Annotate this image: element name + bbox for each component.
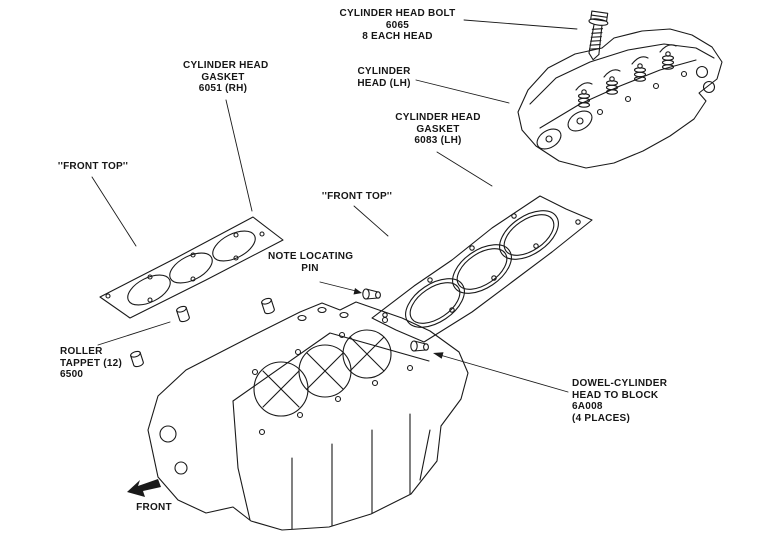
front-arrow-icon bbox=[127, 479, 161, 497]
label-gasket-rh: CYLINDER HEAD GASKET 6051 (RH) bbox=[183, 60, 269, 95]
label-locating-pin: NOTE LOCATING PIN bbox=[268, 251, 354, 274]
label-line: 6083 (LH) bbox=[414, 135, 462, 146]
label-line: ROLLER bbox=[60, 346, 103, 357]
label-line: 6500 bbox=[60, 369, 84, 380]
label-line: ''FRONT TOP'' bbox=[57, 161, 129, 172]
arrow-to-pin-icon bbox=[353, 288, 362, 295]
label-line: FRONT bbox=[136, 502, 172, 513]
label-front-top-left: ''FRONT TOP'' bbox=[56, 161, 130, 173]
label-line: CYLINDER bbox=[357, 66, 411, 77]
dowel-art bbox=[410, 340, 429, 352]
roller-tappets-art bbox=[130, 297, 275, 368]
label-gasket-lh: CYLINDER HEAD GASKET 6083 (LH) bbox=[394, 112, 482, 147]
label-line: HEAD (LH) bbox=[357, 77, 411, 89]
gasket-rh-art bbox=[99, 216, 284, 319]
label-line: GASKET bbox=[201, 71, 245, 83]
label-cylinder-head-bolt: CYLINDER HEAD BOLT 6065 8 EACH HEAD bbox=[330, 8, 465, 43]
label-roller-tappet: ROLLER TAPPET (12) 6500 bbox=[60, 346, 140, 381]
label-line: 6065 bbox=[385, 19, 410, 31]
label-line: CYLINDER HEAD BOLT bbox=[339, 8, 456, 19]
label-line: HEAD TO BLOCK bbox=[572, 389, 659, 401]
label-line: 6051 (RH) bbox=[198, 83, 248, 94]
label-line: GASKET bbox=[416, 123, 460, 135]
label-line: DOWEL-CYLINDER bbox=[572, 378, 668, 389]
label-line: NOTE LOCATING bbox=[268, 251, 354, 262]
label-line: CYLINDER HEAD bbox=[183, 60, 269, 71]
label-dowel: DOWEL-CYLINDER HEAD TO BLOCK 6A008 (4 PL… bbox=[572, 378, 692, 424]
leader-lines bbox=[91, 19, 578, 393]
locating-pin-art bbox=[362, 288, 381, 300]
leader-arrowheads bbox=[353, 288, 444, 359]
label-line: PIN bbox=[301, 262, 319, 274]
cylinder-head-bolt-art bbox=[588, 10, 609, 61]
label-front: FRONT bbox=[124, 502, 184, 514]
label-front-top-mid: ''FRONT TOP'' bbox=[320, 191, 394, 203]
arrow-to-dowel-icon bbox=[433, 352, 444, 359]
label-line: CYLINDER HEAD bbox=[395, 112, 481, 123]
cylinder-head-lh-art bbox=[517, 28, 723, 169]
engine-block-art bbox=[147, 301, 469, 531]
gasket-lh-art bbox=[371, 195, 593, 343]
valve-springs-art bbox=[577, 51, 675, 108]
label-line: TAPPET (12) bbox=[60, 357, 123, 369]
label-cylinder-head-lh: CYLINDER HEAD (LH) bbox=[352, 66, 416, 89]
label-line: 8 EACH HEAD bbox=[362, 31, 433, 42]
label-line: (4 PLACES) bbox=[572, 412, 631, 424]
label-line: ''FRONT TOP'' bbox=[321, 191, 393, 202]
label-line: 6A008 bbox=[572, 401, 603, 412]
